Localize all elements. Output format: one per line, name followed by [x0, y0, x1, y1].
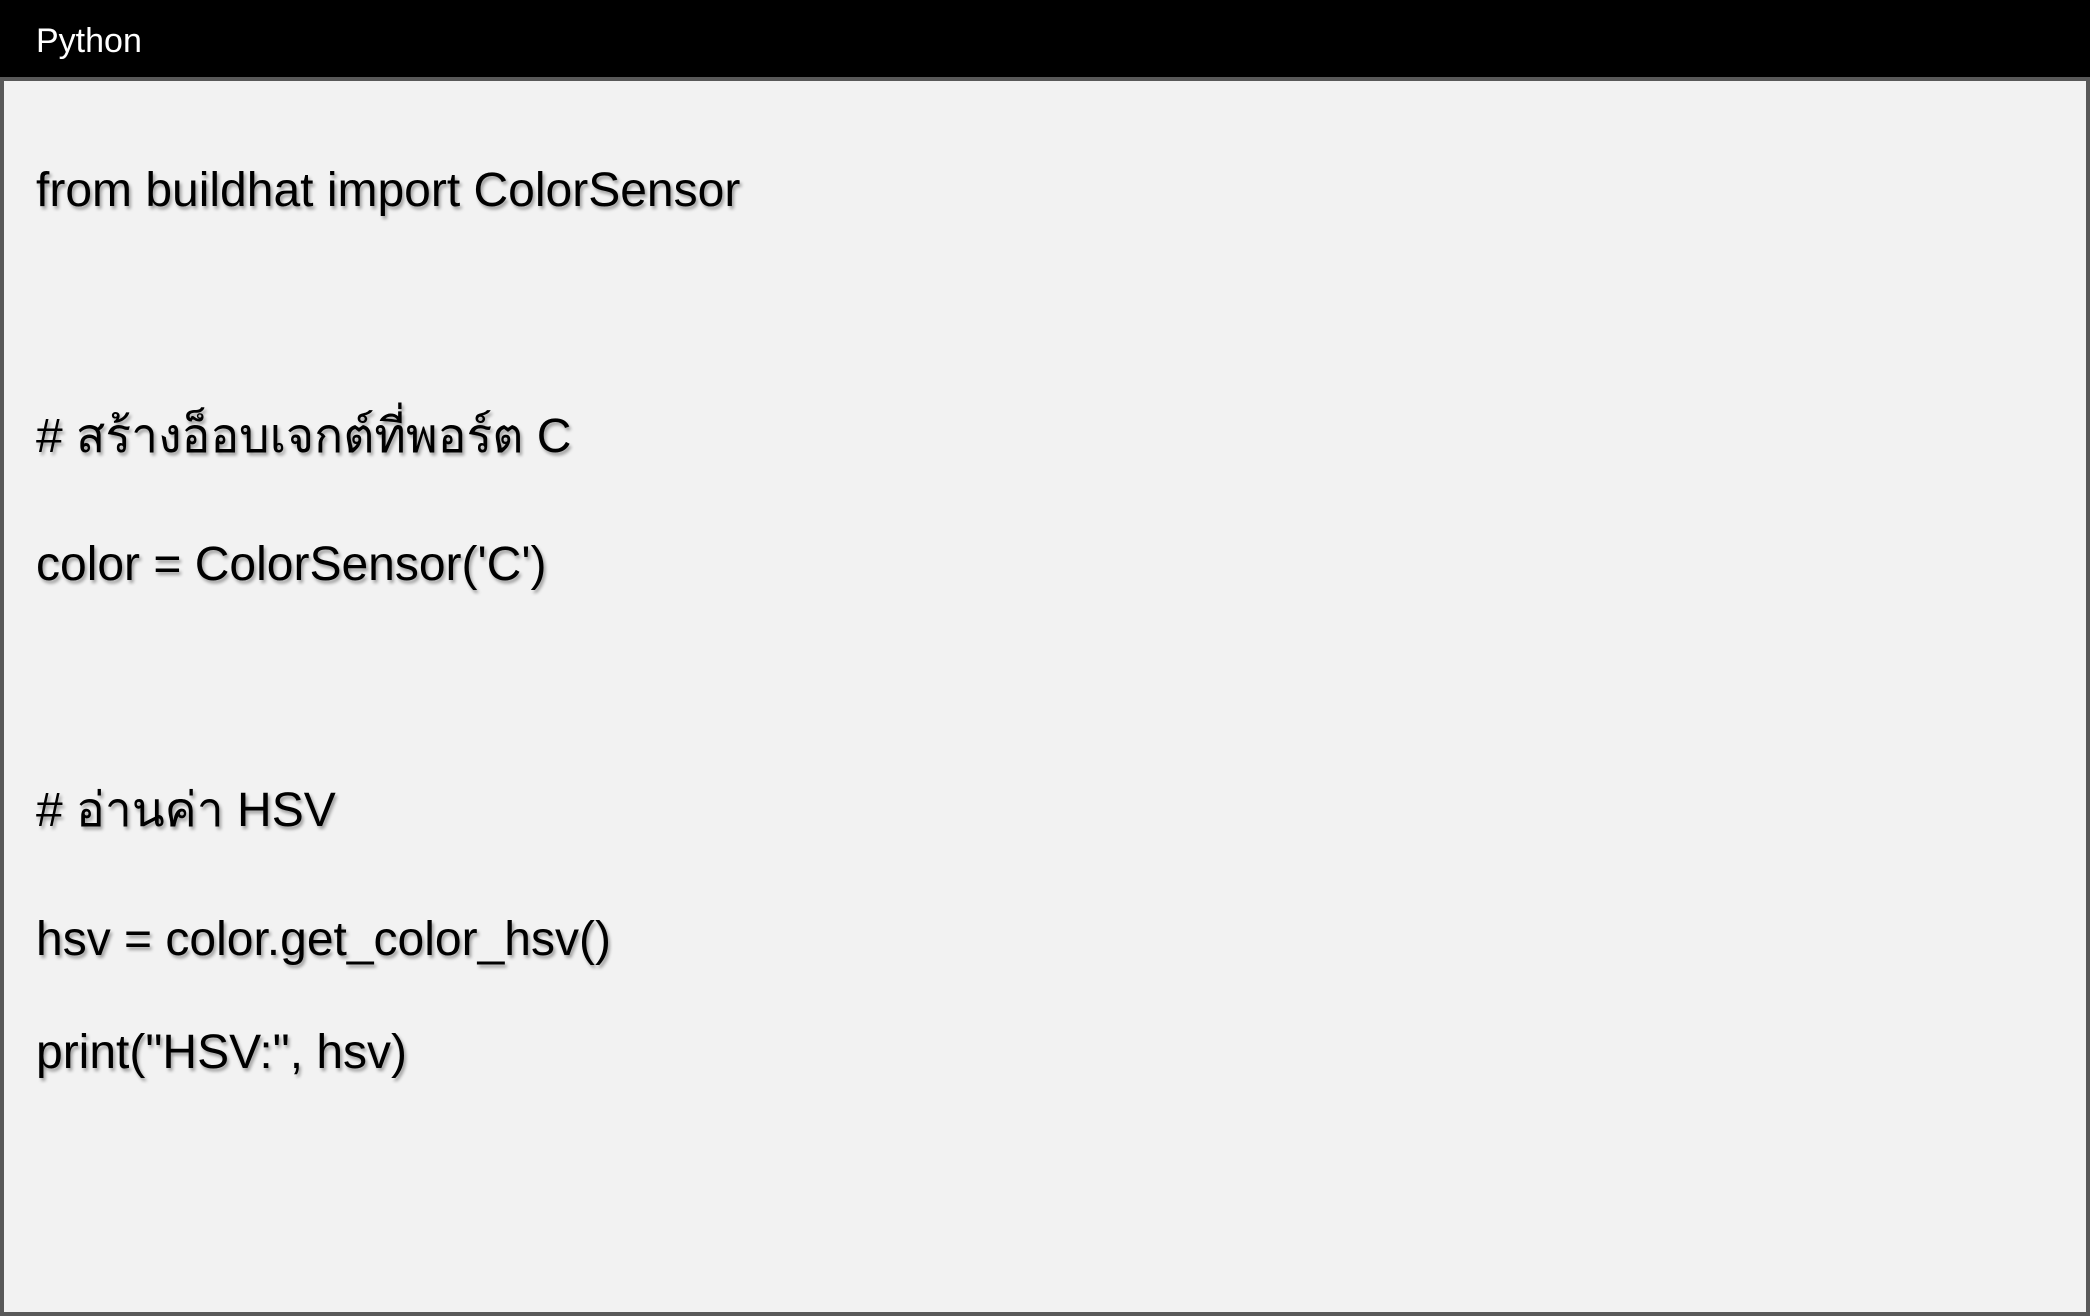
code-line: from buildhat import ColorSensor [36, 164, 741, 217]
code-line: color = ColorSensor('C') [36, 538, 547, 591]
code-block-header: Python [0, 0, 2090, 77]
code-line: hsv = color.get_color_hsv() [36, 913, 611, 966]
language-label: Python [36, 22, 142, 60]
code-comment: # สร้างอ็อบเจกต์ที่พอร์ต C [36, 410, 572, 463]
code-comment: # อ่านค่า HSV [36, 784, 336, 837]
code-line: print("HSV:", hsv) [36, 1026, 408, 1079]
code-panel [0, 77, 2090, 1316]
